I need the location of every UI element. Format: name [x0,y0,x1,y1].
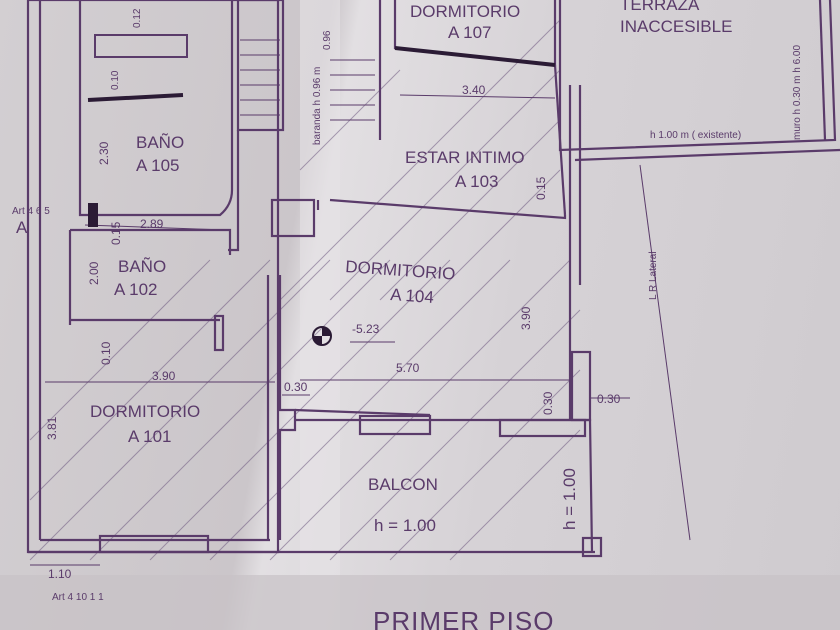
level-marker [312,326,332,346]
existing-height-note: h 1.00 m ( existente) [650,130,741,141]
dim-030c: 0.30 [597,392,621,406]
dim-030a: 0.30 [284,380,308,394]
height-balcony-vertical: h = 1.00 [560,468,579,530]
dim-030b: 0.30 [541,391,555,415]
wall-height-note: muro h 0.30 m h 6.00 [792,45,803,140]
balcony-name: BALCON [368,475,438,494]
axis-a-label: A [16,218,28,237]
room-101-name: DORMITORIO [90,402,200,421]
railing-note: baranda h 0.96 m [312,67,323,145]
dim-390-horizontal: 3.90 [152,369,176,383]
room-107-name: DORMITORIO [410,2,520,21]
dim-230: 2.30 [97,141,111,165]
axis-marker [88,203,98,227]
room-104-code: A 104 [390,285,435,307]
window-mark [87,93,184,102]
dim-570: 5.70 [396,361,420,375]
balcony-height: h = 1.00 [374,516,436,535]
room-105-name: BAÑO [136,133,184,152]
walls [26,0,840,558]
room-103-code: A 103 [455,172,499,191]
terrace-line1: TERRAZA [620,0,700,14]
dim-381: 3.81 [45,416,59,440]
room-103-name: ESTAR INTIMO [405,148,525,167]
lateral-line-note: L R Lateral [648,251,659,300]
dim-012: 0.12 [132,8,143,28]
room-102-name: BAÑO [118,257,166,276]
dim-010b: 0.10 [110,70,121,90]
room-107-code: A 107 [448,23,492,42]
hatch-lines [29,19,581,561]
room-105-code: A 105 [136,156,180,175]
dim-096: 0.96 [322,30,333,50]
room-101-code: A 101 [128,427,172,446]
room-102-code: A 102 [114,280,158,299]
terrace-line2: INACCESIBLE [620,17,732,36]
level-523: -5.23 [352,322,380,336]
vanity [94,34,188,58]
article-465: Art 4 6 5 [12,206,50,217]
dim-289: 2.89 [140,217,164,231]
stairs [240,39,375,121]
paper-bottom-shadow [0,575,840,630]
dim-010: 0.10 [99,341,113,365]
article-41011: Art 4 10 1 1 [52,592,104,603]
dim-200: 2.00 [87,261,101,285]
dim-015a: 0.15 [109,221,123,245]
dim-340: 3.40 [462,83,486,97]
room-104-name: DORMITORIO [345,257,456,284]
dim-015b: 0.15 [534,176,548,200]
window-mark-107 [394,46,556,67]
dimension-lines [30,94,691,566]
floor-title: PRIMER PISO [373,606,554,630]
dim-110: 1.10 [48,567,72,581]
dim-390-vertical: 3.90 [519,306,533,330]
